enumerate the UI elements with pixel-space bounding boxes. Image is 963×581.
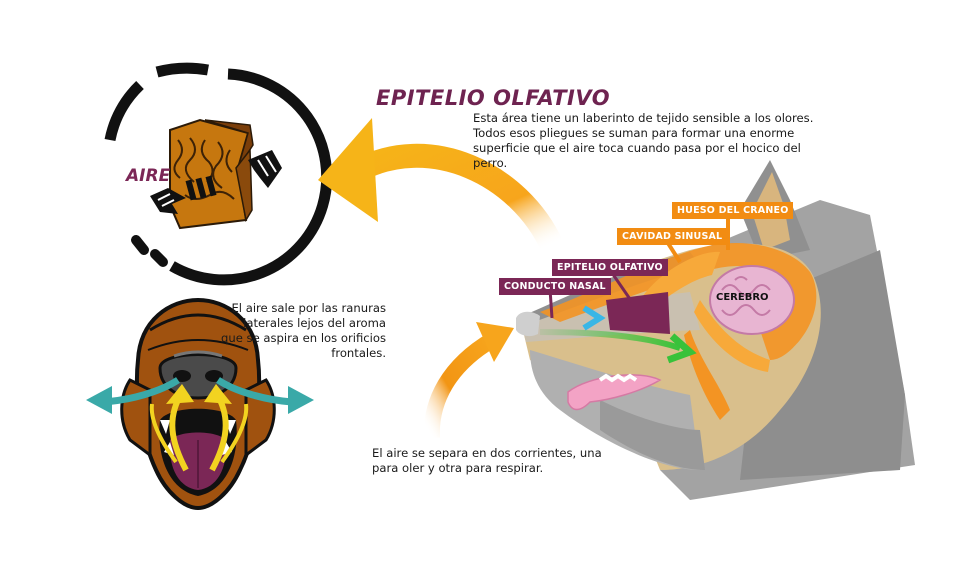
exhale-description: El aire sale por las ranuras laterales l… [221,301,386,360]
air-stream-breathe-arrow [539,329,697,364]
inhale-arrows [149,384,249,472]
inset-air-arrow-right [248,150,282,188]
label-cerebro: CEREBRO [716,292,769,303]
orange-arrow-to-nose [423,322,514,439]
inset-air-arrow-left [150,188,186,214]
air-stream-smell-arrow [540,305,606,331]
split-description: El aire se separa en dos corrientes, una… [372,446,602,475]
label-conducto-nasal: CONDUCTO NASAL [499,278,611,295]
olfactory-tissue-cube [169,118,254,230]
label-hueso-del-craneo: HUESO DEL CRANEO [672,202,794,219]
exhale-arrow-right [216,377,314,414]
exhale-arrow-left [86,377,180,414]
page-title: EPITELIO OLFATIVO [376,86,611,110]
epitelio-description: Esta área tiene un laberinto de tejido s… [473,111,814,170]
inset-ring [104,62,333,286]
inset-air-bars [185,175,217,201]
label-cavidad-sinusal: CAVIDAD SINUSAL [617,228,728,245]
dog-head-cross-section [516,160,915,500]
inset-aire-label: AIRE [126,166,171,186]
label-epitelio-olfativo: EPITELIO OLFATIVO [552,259,668,276]
orange-arrow-to-inset [318,118,563,252]
